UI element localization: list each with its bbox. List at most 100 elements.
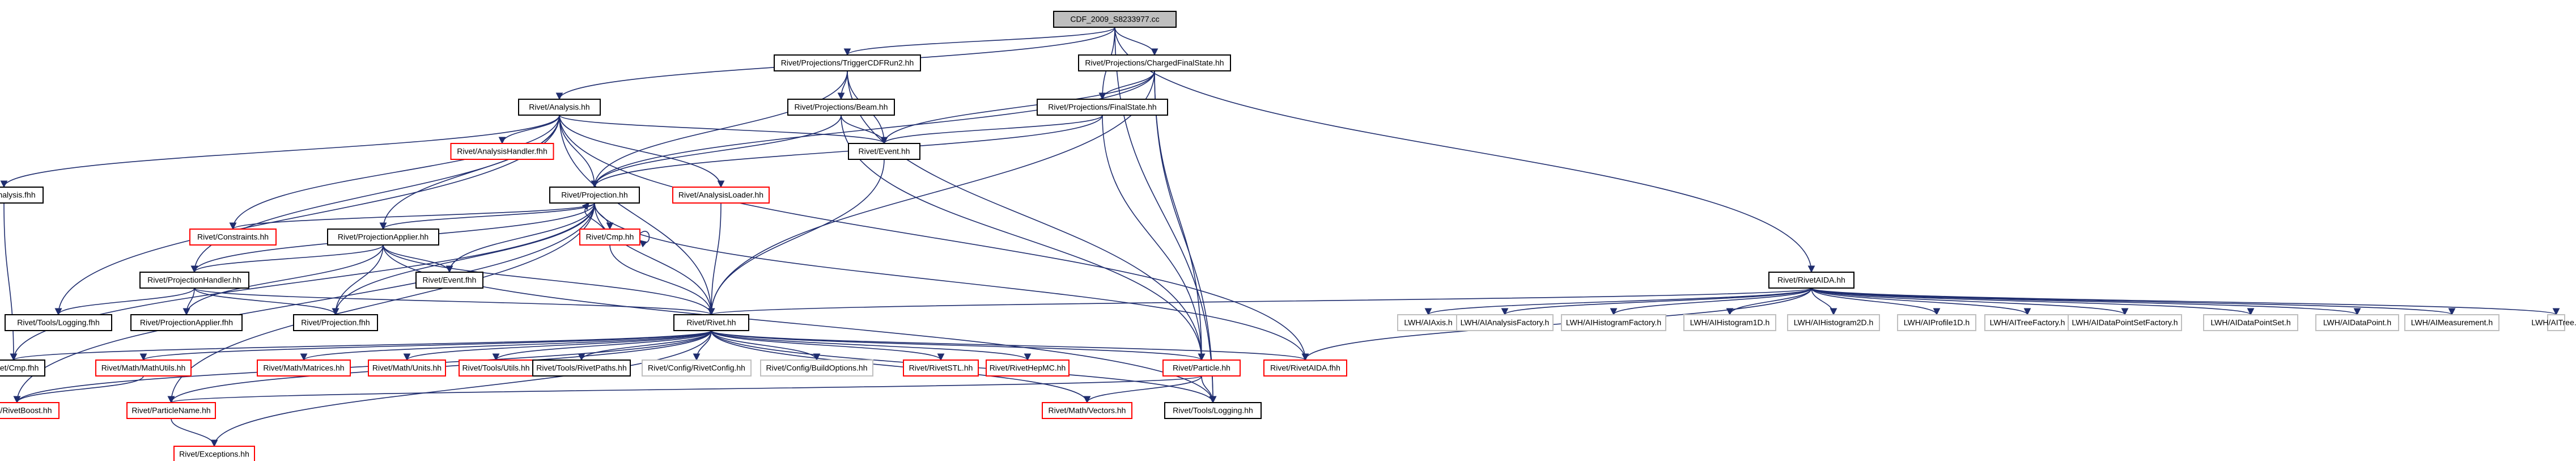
edge-rivethh-to-rivetstl [711,330,945,361]
node-projection[interactable]: Rivet/Projection.hh [549,187,640,204]
node-box [415,272,483,289]
node-lhist1d[interactable]: LWH/AIHistogram1D.h [1683,314,1776,331]
node-fs[interactable]: Rivet/Projections/FinalState.hh [1037,99,1168,116]
node-rivetboost[interactable]: Rivet/RivetBoost.hh [0,402,60,419]
edge-rivetaida-to-lmeasurement [1811,287,2455,316]
edge-line [559,115,599,188]
node-matrices[interactable]: Rivet/Math/Matrices.hh [257,360,351,377]
node-lhist2d[interactable]: LWH/AIHistogram2D.h [1787,314,1880,331]
edge-projhandler-to-projfhh [194,287,339,316]
node-ldps[interactable]: LWH/AIDataPointSet.h [2203,314,2298,331]
edge-line [13,375,144,404]
node-box [1164,402,1262,419]
node-projfhh[interactable]: Rivet/Projection.fhh [293,314,378,331]
node-loader[interactable]: Rivet/AnalysisLoader.hh [672,187,770,204]
node-eventfhh[interactable]: Rivet/Event.fhh [415,272,483,289]
node-projapplierfhh[interactable]: Rivet/ProjectionApplier.fhh [130,314,243,331]
node-label: Rivet/Math/MathUtils.hh [101,363,186,373]
node-particlename[interactable]: Rivet/ParticleName.hh [126,402,216,419]
node-cfs[interactable]: Rivet/Projections/ChargedFinalState.hh [1078,54,1231,71]
edge-projection-to-particlename [167,202,595,404]
node-rivethh[interactable]: Rivet/Rivet.hh [673,314,749,331]
node-mathutils[interactable]: Rivet/Math/MathUtils.hh [95,360,192,377]
edge-line [1811,287,2255,316]
node-root[interactable]: CDF_2009_S8233977.cc [1053,11,1177,28]
node-ldp[interactable]: LWH/AIDataPoint.h [2315,314,2399,331]
edge-line [445,202,595,273]
edge-line [13,202,595,404]
edge-analysis-to-projection [559,115,599,188]
node-projhandler[interactable]: Rivet/ProjectionHandler.hh [139,272,249,289]
node-trigger[interactable]: Rivet/Projections/TriggerCDFRun2.hh [774,54,921,71]
node-cmp[interactable]: Rivet/Cmp.hh [579,229,640,246]
node-ldpsfactory[interactable]: LWH/AIDataPointSetFactory.h [2068,314,2182,331]
edge-particle-to-toolslogging [1201,375,1217,404]
node-rivetaida[interactable]: Rivet/RivetAIDA.hh [1768,272,1854,289]
edge-line [1811,287,1837,316]
node-units[interactable]: Rivet/Math/Units.hh [368,360,446,377]
node-rivethepmc[interactable]: Rivet/RivetHepMC.hh [986,360,1070,377]
node-box [2547,314,2565,331]
node-rivetpaths[interactable]: Rivet/Tools/RivetPaths.hh [532,360,631,377]
node-projapplier[interactable]: Rivet/ProjectionApplier.hh [327,229,439,246]
edge-line [1102,115,1206,361]
node-label: LWH/AIAxis.h [1404,318,1452,327]
node-box [1768,272,1854,289]
edge-line [1811,287,2129,316]
edge-line [1301,287,1812,361]
edge-line [841,115,1206,361]
node-particle[interactable]: Rivet/Particle.hh [1162,360,1241,377]
edge-analysis-to-event [559,115,888,145]
edge-line [559,115,715,316]
node-lhistfactory[interactable]: LWH/AIHistogramFactory.h [1561,314,1666,331]
node-lmeasurement[interactable]: LWH/AIMeasurement.h [2404,314,2499,331]
node-rivetaidafhh[interactable]: Rivet/RivetAIDA.fhh [1263,360,1347,377]
node-box [0,187,44,204]
node-laxis[interactable]: LWH/AIAxis.h [1397,314,1459,331]
node-rivetstl[interactable]: Rivet/RivetSTL.hh [903,360,979,377]
node-event[interactable]: Rivet/Event.hh [848,143,920,160]
edge-line [190,244,384,273]
node-lprofile1d[interactable]: LWH/AIProfile1D.h [1897,314,1976,331]
node-label: LWH/AITree.h [2531,318,2576,327]
node-buildoptions[interactable]: Rivet/Config/BuildOptions.hh [760,360,873,377]
node-label: Rivet/AnalysisLoader.hh [678,191,763,200]
node-handlerfhh[interactable]: Rivet/AnalysisHandler.fhh [450,143,554,160]
node-label: Rivet/Math/Vectors.hh [1049,406,1126,415]
node-box [1456,314,1554,331]
node-box [0,360,45,377]
node-cmpfhh[interactable]: Rivet/Cmp.fhh [0,360,45,377]
node-constraints[interactable]: Rivet/Constraints.hh [189,229,277,246]
node-rivetconfig[interactable]: Rivet/Config/RivetConfig.hh [642,360,752,377]
node-box [1078,54,1231,71]
node-label: Rivet/RivetSTL.hh [909,363,973,373]
node-toolslogging[interactable]: Rivet/Tools/Logging.hh [1164,402,1262,419]
node-analysis[interactable]: Rivet/Analysis.hh [518,99,601,116]
node-box [1561,314,1666,331]
edge-line [1811,287,2455,316]
node-ltreefactory[interactable]: LWH/AITreeFactory.h [1984,314,2070,331]
node-label: Rivet/Tools/RivetPaths.hh [536,363,627,373]
node-toolslogfhh[interactable]: Rivet/Tools/Logging.fhh [5,314,112,331]
node-vectors[interactable]: Rivet/Math/Vectors.hh [1042,402,1132,419]
node-ltree[interactable]: LWH/AITree.h [2531,314,2576,331]
node-beam[interactable]: Rivet/Projections/Beam.hh [787,99,895,116]
edge-line [591,115,842,188]
node-label: LWH/AIProfile1D.h [1904,318,1970,327]
node-lanalysisfactory[interactable]: LWH/AIAnalysisFactory.h [1456,314,1554,331]
node-box [189,229,277,246]
node-box [673,314,749,331]
node-exceptions[interactable]: Rivet/Exceptions.hh [173,446,255,461]
node-analysisfhh[interactable]: Rivet/Analysis.fhh [0,187,44,204]
node-label: Rivet/Math/Matrices.hh [263,363,344,373]
node-toolsutils[interactable]: Rivet/Tools/Utils.hh [459,360,533,377]
edge-line [1811,287,2031,316]
node-box [1042,402,1132,419]
nodes-layer: CDF_2009_S8233977.ccRivet/Projections/Tr… [0,11,2576,461]
edge-line [194,287,339,316]
edge-rivetaida-to-laxis [1424,287,1812,316]
edge-line [711,330,1091,404]
edge-line [1114,27,1217,404]
edge-rivetaida-to-ldps [1811,287,2255,316]
edge-line [383,244,1217,404]
